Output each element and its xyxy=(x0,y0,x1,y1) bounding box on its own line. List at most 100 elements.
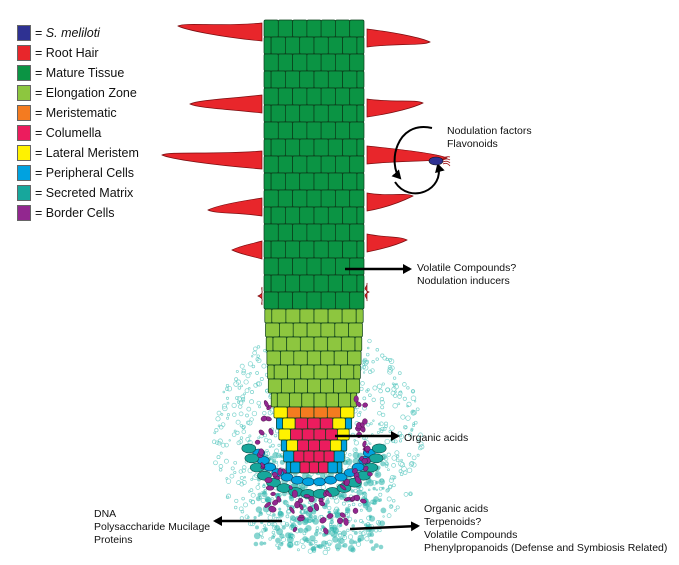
matrix-speck xyxy=(406,404,409,408)
mature-tissue-cell xyxy=(263,53,279,72)
matrix-speck xyxy=(378,492,383,497)
columella-cell xyxy=(308,439,320,452)
matrix-speck xyxy=(403,424,408,430)
matrix-speck xyxy=(220,442,226,448)
mature-tissue-cell xyxy=(263,189,279,208)
border-cell xyxy=(292,526,298,533)
matrix-speck xyxy=(263,433,267,438)
root-hair xyxy=(366,233,408,253)
matrix-speck xyxy=(367,338,372,344)
mature-tissue-cell xyxy=(327,104,343,123)
matrix-speck xyxy=(365,352,370,357)
mature-tissue-cell xyxy=(335,291,351,310)
mature-tissue-cell xyxy=(285,206,301,225)
matrix-speck xyxy=(396,454,400,458)
mature-tissue-cell xyxy=(270,206,286,225)
border-cell xyxy=(299,503,304,511)
matrix-speck xyxy=(271,443,275,448)
border-cell xyxy=(343,517,349,526)
elongation-cell xyxy=(266,350,281,366)
matrix-speck xyxy=(409,460,415,466)
elongation-cell xyxy=(281,378,295,394)
matrix-speck xyxy=(260,535,264,539)
mature-tissue-cell xyxy=(292,53,308,72)
flagellum xyxy=(442,158,451,161)
tip-cell xyxy=(318,461,329,474)
matrix-dot xyxy=(356,489,363,496)
matrix-speck xyxy=(346,528,350,532)
mature-tissue-cell xyxy=(263,19,279,38)
matrix-speck xyxy=(255,485,261,490)
mature-tissue-cell xyxy=(320,121,336,140)
matrix-speck xyxy=(402,396,407,401)
mature-tissue-cell xyxy=(299,104,315,123)
matrix-dot xyxy=(313,531,319,537)
legend-label: = Meristematic xyxy=(35,106,117,120)
matrix-speck xyxy=(359,508,363,512)
matrix-speck xyxy=(391,382,395,386)
matrix-dot xyxy=(263,541,267,545)
matrix-speck xyxy=(214,428,219,433)
matrix-speck xyxy=(391,463,396,468)
elongation-cell xyxy=(264,308,273,324)
meristem-cell xyxy=(340,406,355,419)
matrix-speck xyxy=(253,382,259,388)
matrix-speck xyxy=(399,390,403,394)
legend-item-secreted-matrix: = Secreted Matrix xyxy=(17,185,133,201)
matrix-speck xyxy=(393,439,398,444)
matrix-dot xyxy=(312,518,320,525)
mature-tissue-cell xyxy=(313,36,329,55)
mature-tissue-cell xyxy=(263,172,272,191)
matrix-dot xyxy=(262,505,270,513)
elongation-cell xyxy=(347,350,362,366)
matrix-speck xyxy=(247,361,253,367)
matrix-speck xyxy=(368,442,372,446)
matrix-speck xyxy=(251,410,258,417)
root-cells xyxy=(241,19,387,499)
mature-tissue-cell xyxy=(285,104,301,123)
elongation-cell xyxy=(354,336,363,352)
matrix-speck xyxy=(390,390,396,396)
matrix-speck xyxy=(218,464,224,469)
matrix-speck xyxy=(362,371,366,374)
mature-tissue-cell xyxy=(270,240,286,259)
matrix-dot xyxy=(378,478,386,486)
matrix-dot xyxy=(369,539,374,544)
annotation-line: Phenylpropanoids (Defense and Symbiosis … xyxy=(424,542,668,554)
peripheral-cap-cell xyxy=(291,475,304,485)
matrix-speck xyxy=(229,473,235,479)
matrix-speck xyxy=(273,433,278,438)
mature-tissue-cell xyxy=(349,189,365,208)
matrix-speck xyxy=(224,442,229,448)
matrix-speck xyxy=(368,393,372,397)
legend-item-s-meliloti: = S. meliloti xyxy=(17,25,100,41)
matrix-speck xyxy=(394,390,397,394)
legend-swatch xyxy=(17,25,31,41)
cycle-arrow xyxy=(391,126,433,180)
root-hair xyxy=(207,197,263,217)
elongation-cell xyxy=(301,392,315,408)
matrix-speck xyxy=(389,365,395,371)
flagellum xyxy=(442,156,451,159)
mature-tissue-cell xyxy=(313,240,329,259)
matrix-dot xyxy=(372,486,376,491)
matrix-speck xyxy=(226,416,230,420)
matrix-speck xyxy=(251,355,254,358)
matrix-dot xyxy=(337,537,345,544)
columella-cell xyxy=(290,428,303,441)
mature-tissue-cell xyxy=(263,36,272,55)
matrix-speck xyxy=(378,388,383,394)
matrix-dot xyxy=(309,535,316,542)
matrix-dot xyxy=(370,546,376,551)
elongation-cell xyxy=(348,322,363,338)
matrix-speck xyxy=(384,438,390,445)
elongation-cell xyxy=(355,308,364,324)
matrix-speck xyxy=(388,357,393,362)
matrix-speck xyxy=(235,419,241,425)
matrix-speck xyxy=(399,434,402,438)
root-hair xyxy=(364,282,370,302)
annotation-organic-acids: Organic acids xyxy=(404,432,468,445)
matrix-dot xyxy=(379,520,386,527)
matrix-speck xyxy=(379,397,385,402)
elongation-cell xyxy=(276,392,290,408)
